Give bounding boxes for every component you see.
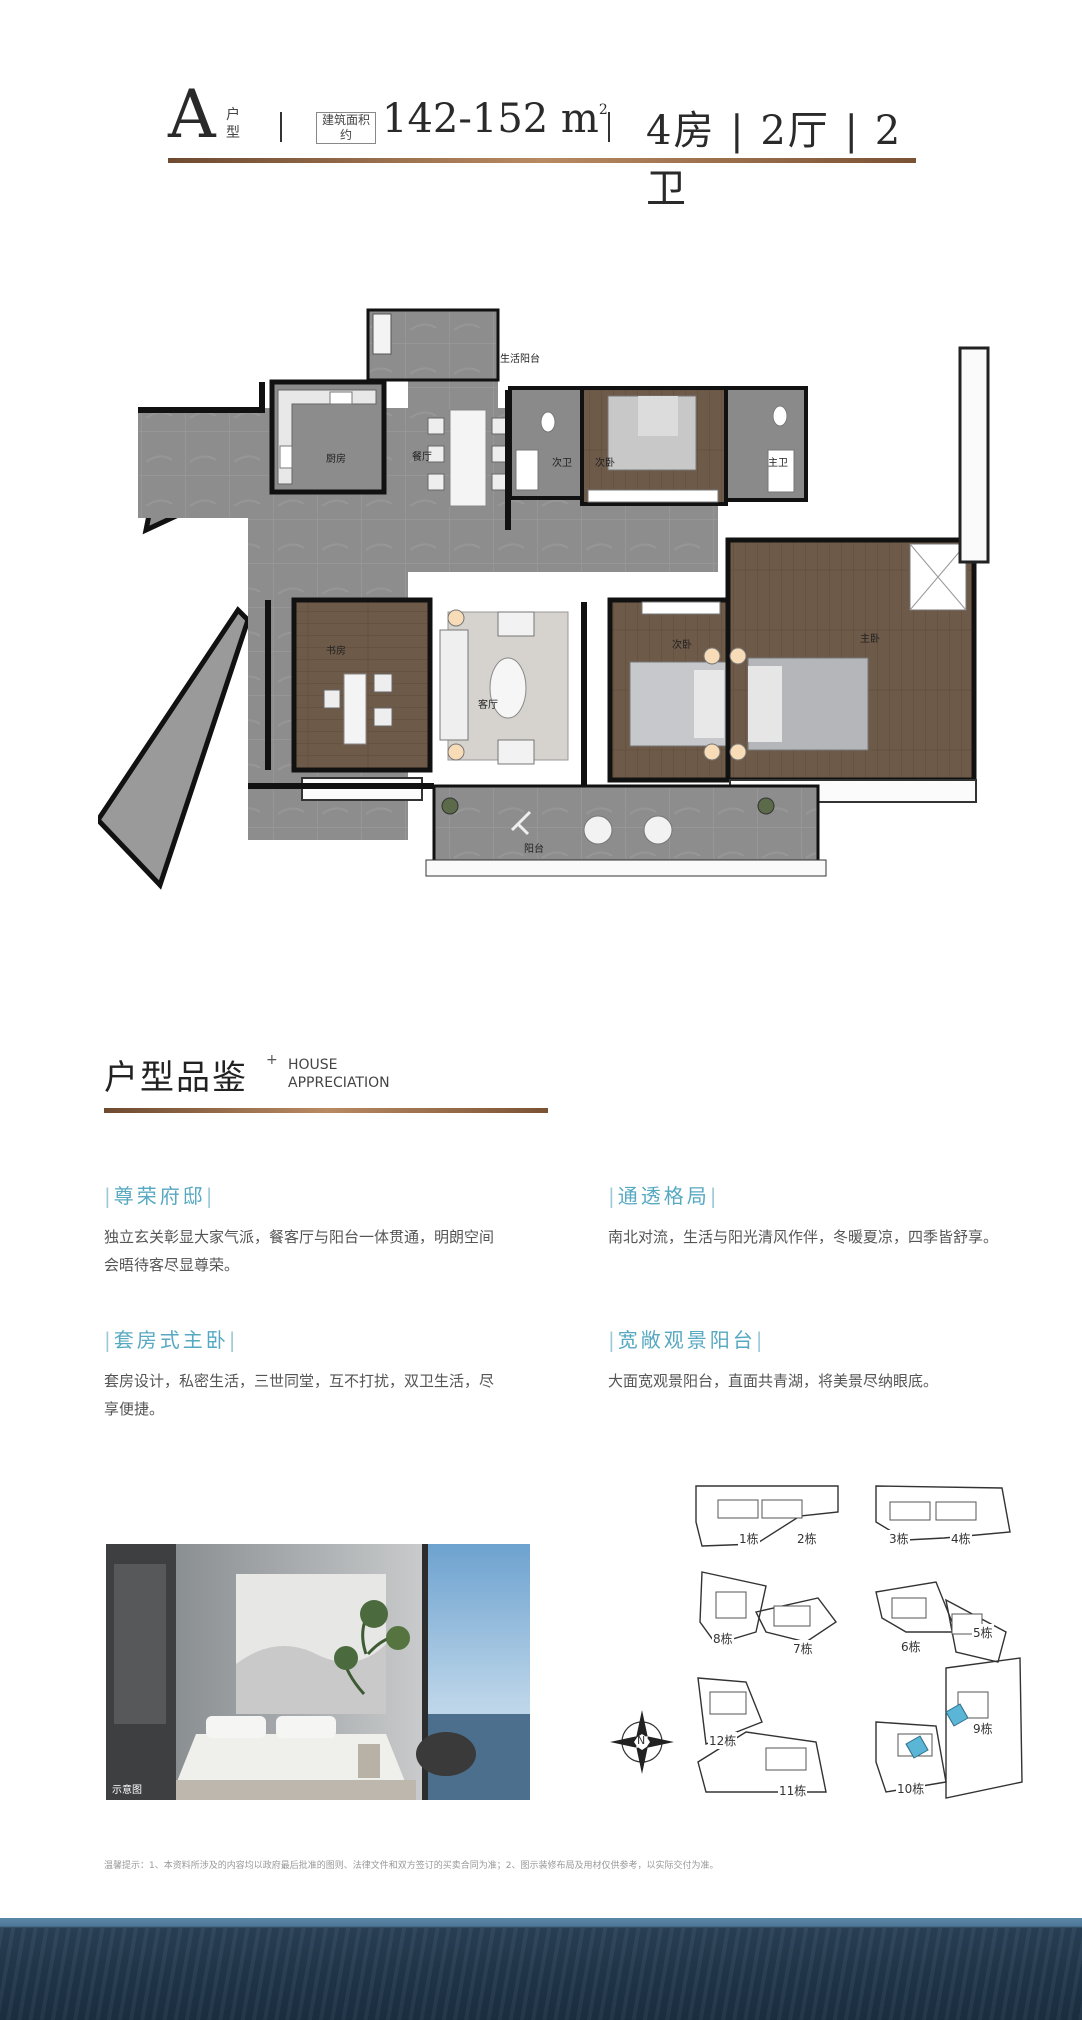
building-label: 3栋 bbox=[888, 1530, 910, 1547]
header-divider bbox=[608, 112, 610, 142]
building-label: 9栋 bbox=[972, 1720, 994, 1737]
appreciation-en-line2: APPRECIATION bbox=[288, 1075, 390, 1091]
room-label-dining: 餐厅 bbox=[412, 452, 432, 463]
appreciation-en-line1: HOUSE bbox=[288, 1057, 338, 1073]
disclaimer: 温馨提示：1、本资料所涉及的内容均以政府最后批准的图则、法律文件和双方签订的买卖… bbox=[104, 1861, 719, 1871]
building-label: 5栋 bbox=[972, 1624, 994, 1641]
feature-block: |宽敞观景阳台| 大面宽观景阳台，直面共青湖，将美景尽纳眼底。 bbox=[608, 1324, 1008, 1395]
feature-title-text: 通透格局 bbox=[617, 1184, 710, 1208]
building-label: 1栋 bbox=[738, 1530, 760, 1547]
compass-north-label: N bbox=[637, 1734, 646, 1747]
feature-text: 套房设计，私密生活，三世同堂，互不打扰，双卫生活，尽享便捷。 bbox=[104, 1372, 495, 1418]
room-count: 4房 | 2厅 | 2卫 bbox=[646, 108, 903, 212]
site-plan-drawing bbox=[610, 1485, 1023, 1799]
header: A 户型 建筑面积约 142-152 m2 4房 | 2厅 | 2卫 bbox=[168, 76, 916, 212]
room-label-living: 客厅 bbox=[478, 700, 498, 711]
building-label: 2栋 bbox=[796, 1530, 818, 1547]
appreciation-plus: + bbox=[266, 1052, 278, 1068]
footer-texture bbox=[0, 1928, 1082, 2020]
feature-title: |尊荣府邸| bbox=[104, 1184, 216, 1208]
room-label-kitchen: 厨房 bbox=[326, 454, 346, 465]
feature-block: |尊荣府邸| 独立玄关彰显大家气派，餐客厅与阳台一体贯通，明朗空间会晤待客尽显尊… bbox=[104, 1180, 504, 1279]
photo-caption: 示意图 bbox=[112, 1785, 142, 1796]
footer-band bbox=[0, 1918, 1082, 2020]
building-label: 10栋 bbox=[896, 1780, 926, 1797]
room-label-second-bed: 次卧 bbox=[672, 640, 692, 651]
building-label: 8栋 bbox=[712, 1630, 734, 1647]
area-unit-sup: 2 bbox=[598, 102, 608, 118]
unit-type-letter: A bbox=[168, 76, 216, 153]
site-plan: 1栋 2栋 3栋 4栋 5栋 6栋 7栋 8栋 9栋 10栋 11栋 12栋 N bbox=[606, 1482, 1026, 1812]
appreciation-en: HOUSE APPRECIATION bbox=[288, 1056, 390, 1092]
building-label: 7栋 bbox=[792, 1640, 814, 1657]
unit-type-label: 户型 bbox=[226, 107, 240, 141]
bedroom-photo: 示意图 bbox=[106, 1544, 530, 1800]
area-number: 142-152 m bbox=[382, 96, 599, 142]
room-label-master-bed: 主卧 bbox=[860, 634, 880, 645]
appreciation-title: 户型品鉴 bbox=[104, 1058, 248, 1098]
area-value: 142-152 m2 bbox=[382, 96, 608, 142]
room-label-second-bed-top: 次卧 bbox=[595, 458, 615, 469]
bedroom-illustration bbox=[106, 1544, 530, 1800]
room-label-second-bath: 次卫 bbox=[552, 458, 572, 469]
feature-title: |宽敞观景阳台| bbox=[608, 1328, 766, 1352]
room-label-master-bath: 主卫 bbox=[768, 458, 788, 469]
header-divider bbox=[280, 112, 282, 142]
feature-title-text: 宽敞观景阳台 bbox=[617, 1328, 756, 1352]
feature-title-text: 尊荣府邸 bbox=[113, 1184, 206, 1208]
floor-plan-drawing bbox=[94, 308, 990, 890]
feature-text: 独立玄关彰显大家气派，餐客厅与阳台一体贯通，明朗空间会晤待客尽显尊荣。 bbox=[104, 1228, 495, 1274]
feature-title-text: 套房式主卧 bbox=[113, 1328, 229, 1352]
building-label: 4栋 bbox=[950, 1530, 972, 1547]
area-label: 建筑面积约 bbox=[316, 112, 376, 144]
header-rule bbox=[168, 158, 916, 163]
feature-title: |套房式主卧| bbox=[104, 1328, 239, 1352]
room-label-life-balcony: 生活阳台 bbox=[500, 354, 540, 365]
building-label: 12栋 bbox=[708, 1732, 738, 1749]
floor-plan: 生活阳台 厨房 餐厅 次卫 次卧 主卫 书房 客厅 次卧 主卧 阳台 bbox=[94, 300, 994, 890]
building-label: 6栋 bbox=[900, 1638, 922, 1655]
feature-block: |套房式主卧| 套房设计，私密生活，三世同堂，互不打扰，双卫生活，尽享便捷。 bbox=[104, 1324, 504, 1423]
room-label-study: 书房 bbox=[326, 646, 346, 657]
feature-block: |通透格局| 南北对流，生活与阳光清风作伴，冬暖夏凉，四季皆舒享。 bbox=[608, 1180, 1008, 1251]
room-label-balcony: 阳台 bbox=[524, 844, 544, 855]
appreciation-rule bbox=[104, 1108, 548, 1113]
feature-title: |通透格局| bbox=[608, 1184, 720, 1208]
feature-text: 南北对流，生活与阳光清风作伴，冬暖夏凉，四季皆舒享。 bbox=[608, 1228, 999, 1246]
feature-text: 大面宽观景阳台，直面共青湖，将美景尽纳眼底。 bbox=[608, 1372, 939, 1390]
building-label: 11栋 bbox=[778, 1782, 808, 1799]
